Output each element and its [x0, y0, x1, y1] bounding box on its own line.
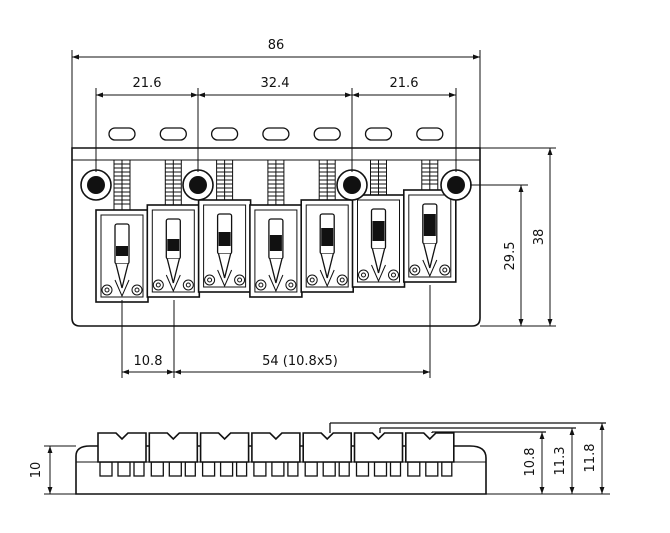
saddle [197, 199, 252, 293]
saddle [300, 199, 355, 293]
saddle-spring [164, 159, 182, 206]
side-saddle-block [251, 432, 301, 463]
side-saddle-foot [150, 461, 196, 477]
side-view: 10 10.8 11.3 11.8 [29, 422, 610, 495]
side-saddle-block [97, 432, 147, 463]
string-slot [364, 127, 393, 141]
string-slot [416, 127, 444, 141]
side-saddle-blocks [97, 432, 455, 463]
side-saddle-foot [253, 461, 299, 477]
dim-side-base: 10 [29, 445, 76, 495]
side-strings [329, 422, 606, 433]
dim-overall-width: 86 [71, 38, 481, 148]
saddle-spring [267, 159, 285, 206]
dim-text-height-c: 11.8 [583, 444, 598, 473]
mounting-screws [80, 169, 472, 201]
saddle [95, 209, 149, 303]
side-saddle-foot [99, 461, 145, 477]
mounting-screw-3 [336, 169, 368, 201]
dim-text-base-height: 10 [29, 462, 44, 479]
side-saddle-foot [355, 461, 402, 477]
dim-text-overall-width: 86 [268, 38, 285, 53]
string-slot [159, 127, 187, 141]
dim-text-span-right: 21.6 [390, 76, 419, 91]
string-slot [262, 127, 290, 141]
string-slots [108, 127, 444, 141]
top-view: 86 21.6 32.4 21.6 10.8 54 (10.8x5) [71, 38, 556, 378]
side-saddle-block [353, 432, 404, 463]
dim-top-heights: 29.5 38 [470, 147, 556, 327]
dim-text-height-a: 10.8 [523, 448, 538, 477]
side-saddle-foot [304, 461, 350, 477]
dim-text-height-b: 11.3 [553, 447, 568, 476]
dim-text-spacing-total: 54 (10.8x5) [262, 354, 338, 369]
saddle-spring [421, 159, 439, 191]
saddle-spring [370, 159, 387, 196]
side-saddle-block [199, 432, 250, 463]
side-saddle-block [148, 432, 199, 463]
string-slot [108, 127, 136, 141]
string-slot [210, 127, 239, 141]
saddle-springs [113, 159, 439, 211]
saddles [95, 189, 457, 303]
side-saddle-foot [407, 461, 453, 477]
dim-screw-spans: 21.6 32.4 21.6 [95, 76, 457, 172]
saddle-spring [216, 159, 234, 201]
string-slot [313, 127, 341, 141]
saddle [146, 204, 201, 298]
side-saddle-feet [99, 461, 453, 477]
dim-text-span-center: 32.4 [261, 76, 290, 91]
dim-text-spacing-first: 10.8 [134, 354, 163, 369]
dim-text-height-total: 38 [532, 229, 547, 246]
side-saddle-block [302, 432, 352, 463]
mounting-screw-2 [182, 169, 214, 201]
saddle-spring [113, 159, 131, 211]
saddle [249, 204, 303, 298]
dim-side-heights: 10.8 11.3 11.8 [486, 423, 610, 495]
saddle [402, 189, 457, 283]
dim-saddle-spacing: 10.8 54 (10.8x5) [121, 285, 431, 378]
side-saddle-block [405, 432, 455, 463]
side-saddle-foot [201, 461, 248, 477]
dim-text-height-mount: 29.5 [503, 242, 518, 271]
saddle-spring [318, 159, 336, 201]
saddle [351, 194, 406, 288]
base-plate [71, 147, 481, 327]
dim-text-span-left: 21.6 [133, 76, 162, 91]
mounting-screw-4 [440, 169, 472, 201]
mounting-screw-1 [80, 169, 112, 201]
